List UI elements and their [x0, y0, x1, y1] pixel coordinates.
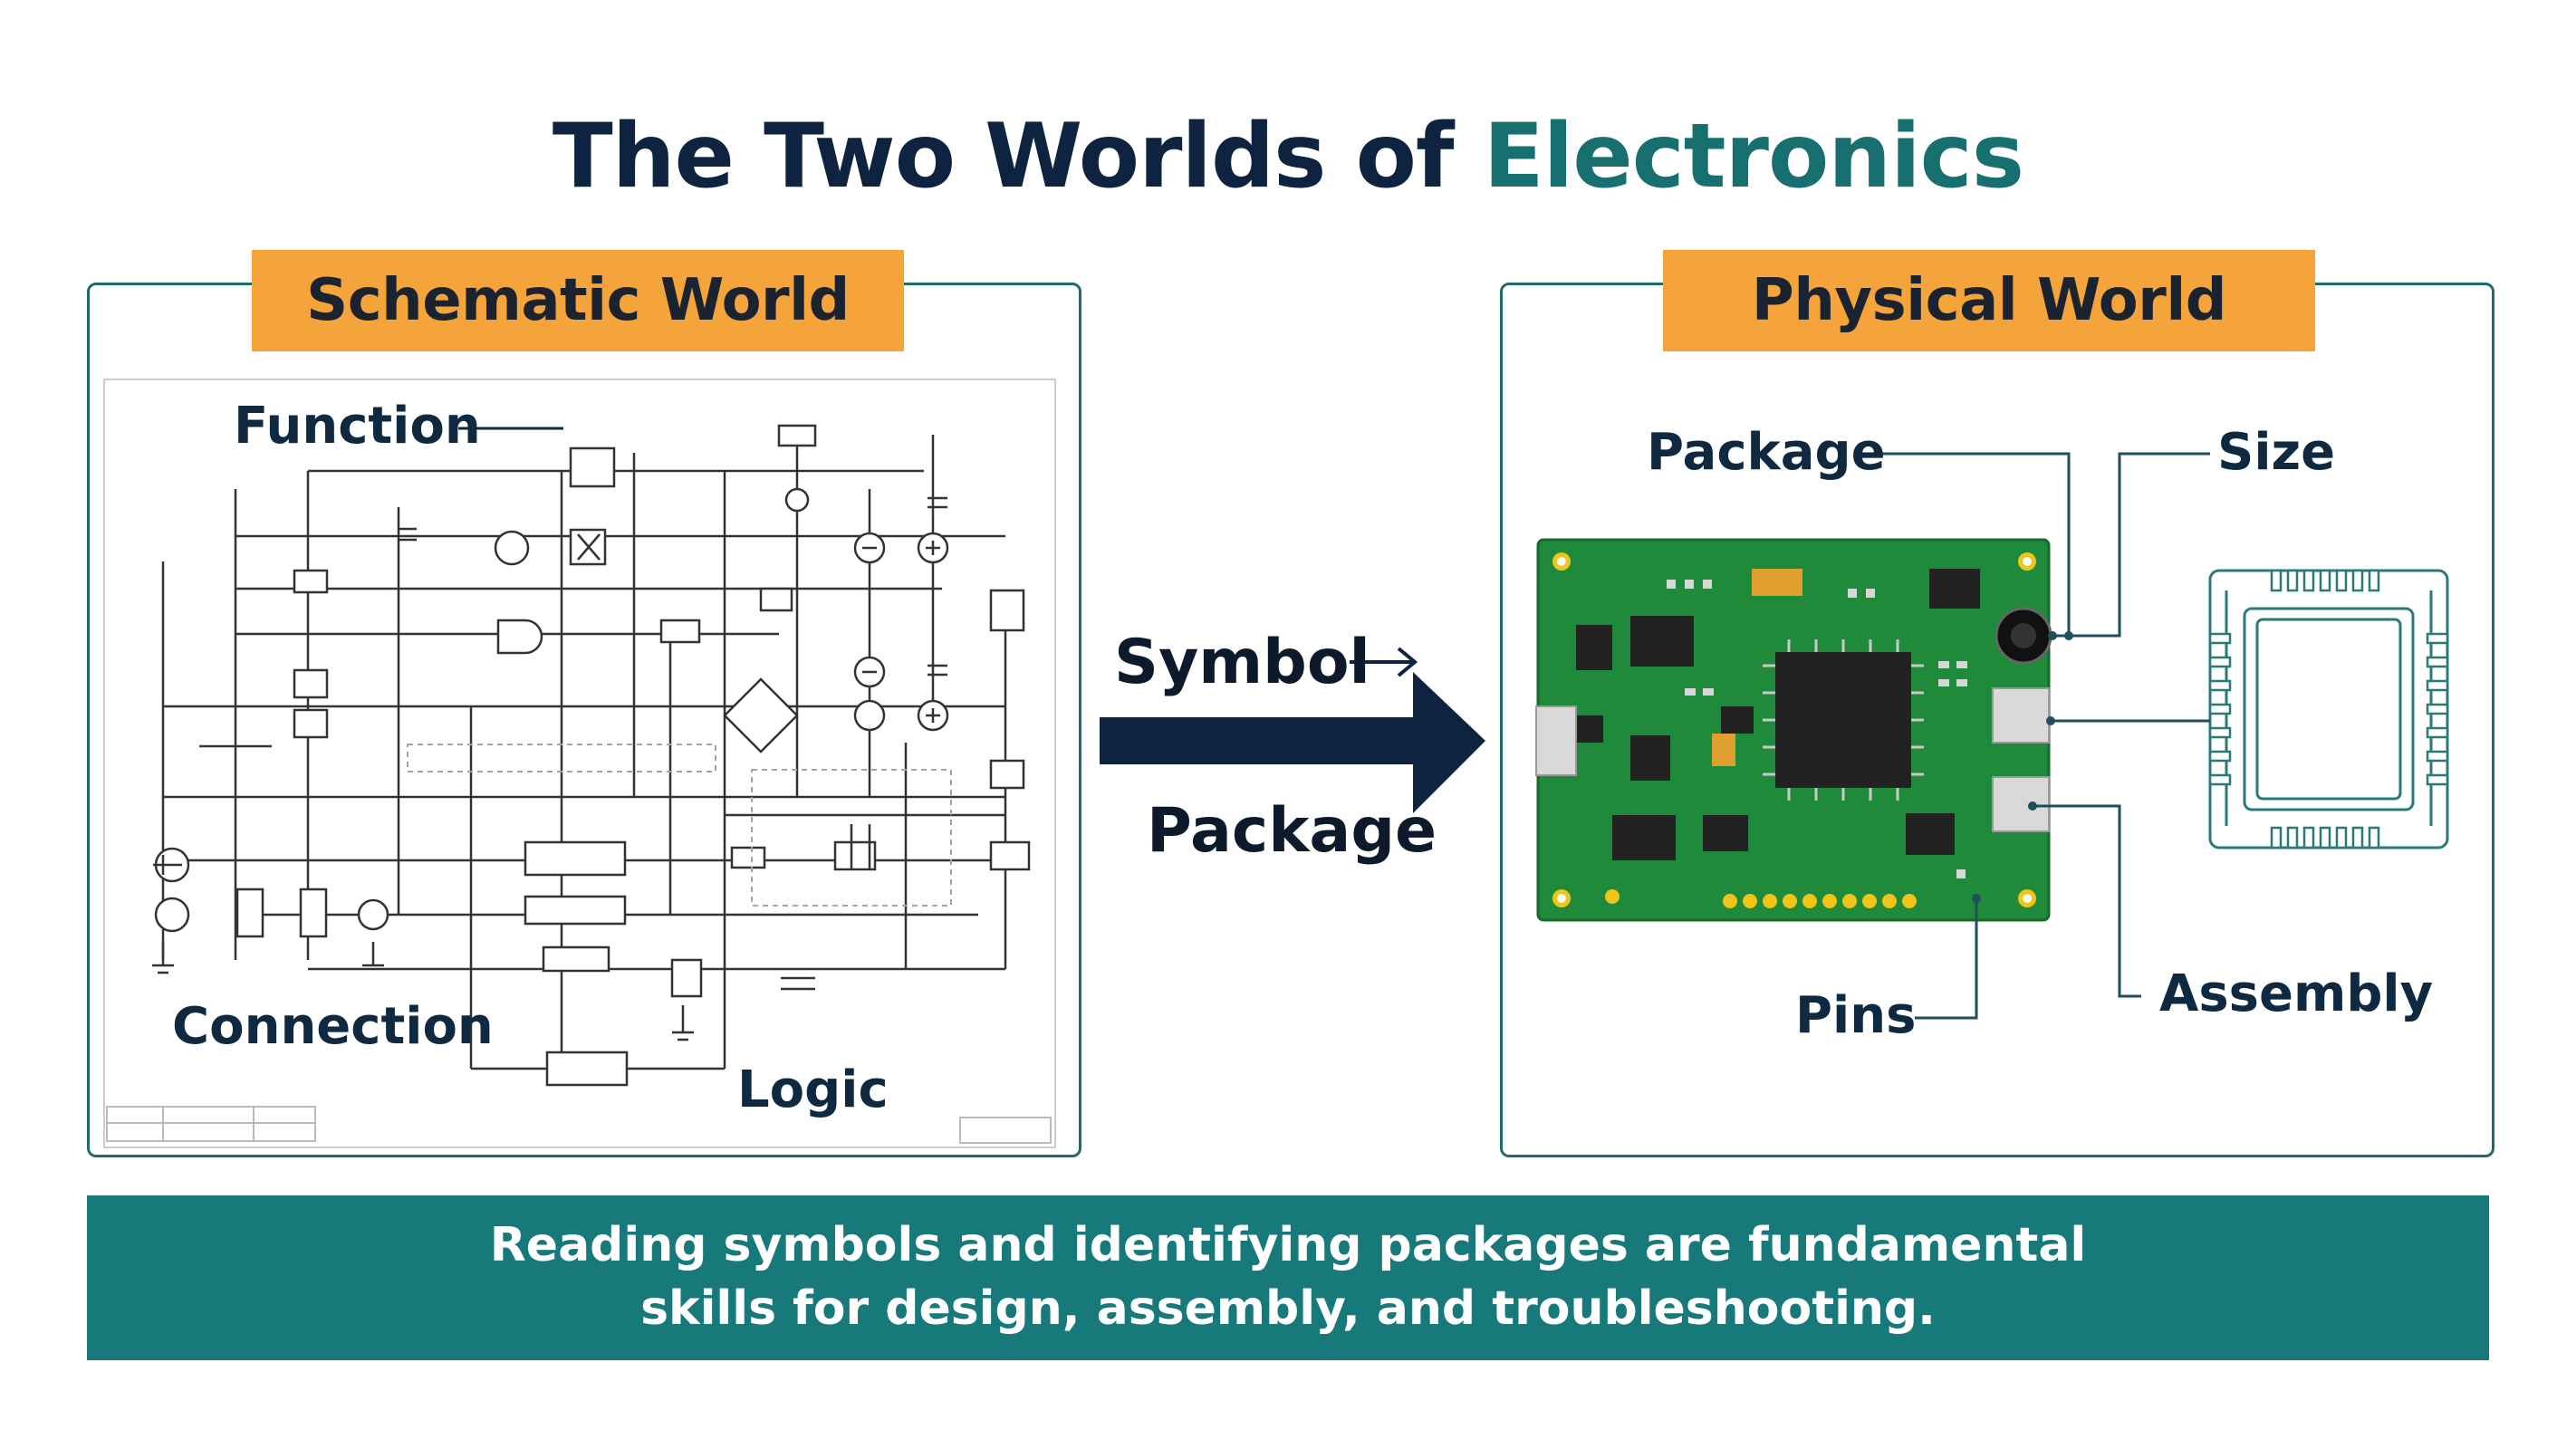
label-symbol: Symbol: [1114, 627, 1370, 698]
schematic-sheet: [103, 379, 1056, 1148]
label-logic: Logic: [737, 1060, 889, 1119]
label-package: Package: [1647, 423, 1886, 482]
banner-line-2: skills for design, assembly, and trouble…: [640, 1281, 1936, 1336]
banner-line-1: Reading symbols and identifying packages…: [489, 1218, 2087, 1272]
title-main: The Two Worlds of: [552, 105, 1455, 208]
label-connection: Connection: [172, 997, 494, 1056]
schematic-tab: Schematic World: [252, 250, 904, 351]
label-pins: Pins: [1795, 986, 1917, 1045]
summary-banner: Reading symbols and identifying packages…: [87, 1195, 2489, 1360]
label-assembly: Assembly: [2159, 964, 2434, 1023]
physical-tab: Physical World: [1663, 250, 2315, 351]
title-accent: Electronics: [1483, 105, 2024, 208]
label-package-mid: Package: [1147, 795, 1437, 867]
page-title: The Two Worlds of Electronics: [0, 98, 2576, 216]
label-function: Function: [234, 397, 481, 456]
label-size: Size: [2217, 423, 2336, 482]
